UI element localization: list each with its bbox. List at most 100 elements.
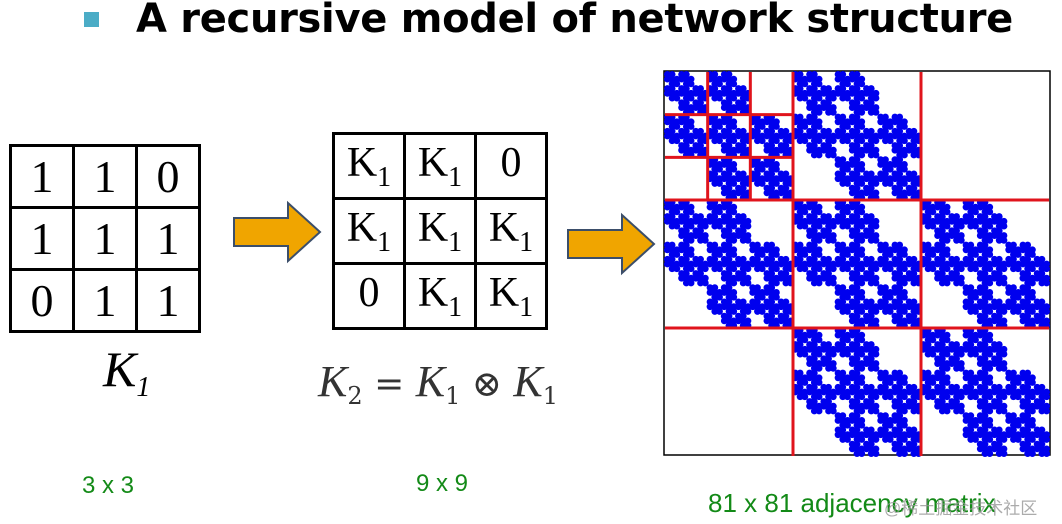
matrix-dot [967,374,975,382]
matrix-dot [668,246,676,254]
matrix-dot [1024,369,1032,377]
matrix-dot [986,417,994,424]
matrix-dot [1005,374,1013,382]
matrix-dot [1010,251,1017,258]
matrix-dot [877,369,885,377]
k2-cell: K1 [403,262,477,330]
matrix-dot [981,274,989,282]
matrix-dot [806,232,813,239]
matrix-dot [801,246,809,254]
matrix-dot [991,398,998,405]
matrix-dot [995,274,1003,282]
matrix-dot [725,255,733,263]
matrix-dot [839,289,847,296]
matrix-dot [1000,402,1008,410]
matrix-dot [844,75,851,83]
matrix-dot [810,70,818,78]
matrix-dot [749,260,757,268]
matrix-dot [810,94,818,102]
matrix-dot [720,118,728,126]
matrix-dot [872,151,880,159]
matrix-dot [896,398,904,405]
matrix-dot [820,217,828,225]
matrix-dot [957,265,965,273]
matrix-dot [673,260,681,268]
k1-cell: 0 [9,268,75,333]
matrix-dot [877,175,885,183]
matrix-dot [886,417,894,424]
matrix-dot [943,217,951,225]
matrix-dot [1005,369,1013,377]
matrix-dot [754,260,761,268]
matrix-dot [943,251,951,258]
matrix-dot [1000,222,1008,230]
matrix-dot [701,217,709,225]
matrix-dot [773,180,780,187]
matrix-dot [938,232,946,239]
matrix-dot [725,227,733,235]
matrix-dot [735,303,742,311]
matrix-dot [938,270,946,277]
matrix-dot [829,222,837,230]
matrix-dot [825,104,832,111]
matrix-dot [1043,393,1051,401]
matrix-dot [972,251,979,258]
matrix-dot [967,417,975,424]
matrix-dot [825,360,832,367]
matrix-dot [834,260,842,268]
matrix-dot [720,170,728,178]
matrix-dot [886,303,894,311]
matrix-dot [877,426,885,434]
matrix-dot [981,407,989,415]
matrix-dot [981,369,989,377]
matrix-dot [801,118,809,126]
matrix-dot [796,75,804,83]
matrix-dot [1005,412,1013,420]
matrix-dot [867,142,875,149]
matrix-dot [829,265,837,273]
matrix-dot [815,246,823,254]
matrix-dot [720,70,728,78]
matrix-dot [1000,388,1008,396]
matrix-dot [848,241,856,249]
matrix-dot [981,379,989,386]
matrix-dot [820,213,828,220]
matrix-dot [1033,298,1041,306]
matrix-dot [697,236,704,244]
matrix-dot [810,402,818,410]
matrix-dot [711,293,719,301]
matrix-dot [730,146,738,154]
matrix-dot [891,175,899,183]
matrix-dot [981,241,989,249]
matrix-dot [768,132,776,140]
matrix-dot [1038,426,1046,434]
matrix-dot [976,270,984,277]
matrix-dot [829,345,837,353]
matrix-dot [848,303,856,311]
matrix-dot [777,132,785,140]
matrix-dot [986,445,994,453]
matrix-dot [967,436,975,443]
matrix-dot [711,161,719,168]
k1-cell: 1 [135,268,201,333]
matrix-dot [844,251,851,258]
matrix-dot [687,123,695,130]
matrix-dot [848,189,856,197]
matrix-dot [1019,412,1027,420]
matrix-dot [929,374,937,382]
matrix-dot [796,246,804,254]
matrix-dot [905,303,913,311]
matrix-dot [844,137,851,145]
matrix-dot [678,270,685,277]
matrix-dot [1024,374,1032,382]
matrix-dot [991,402,998,410]
matrix-dot [777,175,785,183]
matrix-dot [858,232,866,239]
matrix-dot [882,246,889,254]
matrix-dot [763,255,771,263]
matrix-dot [735,127,742,135]
k2-cell: 0 [332,262,406,330]
matrix-dot [1043,388,1051,396]
matrix-dot [905,127,913,135]
matrix-dot [777,317,785,325]
